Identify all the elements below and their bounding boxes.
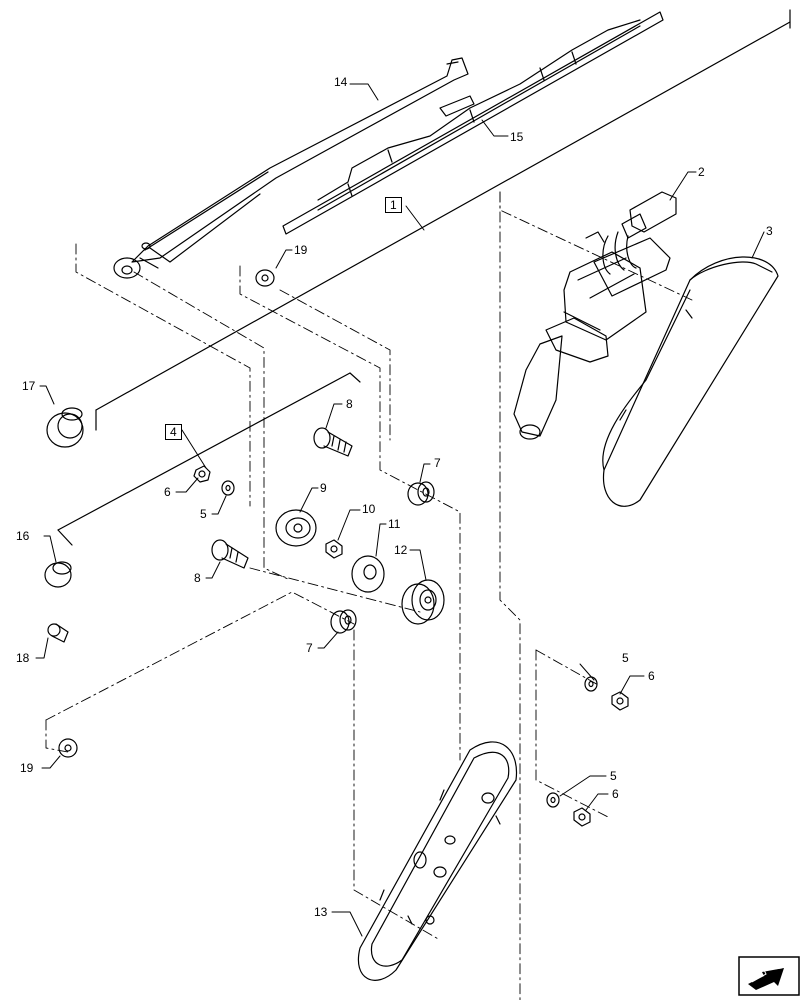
callout-13: 13 — [314, 905, 328, 919]
callout-7-upper: 7 — [434, 456, 441, 470]
callout-19-top: 19 — [294, 243, 308, 257]
screw-18 — [47, 623, 69, 643]
callout-8-lower: 8 — [194, 571, 201, 585]
washer-5-upper — [221, 480, 235, 496]
callout-18: 18 — [16, 651, 30, 665]
bushing-7-upper — [407, 481, 435, 506]
washer-11 — [351, 555, 385, 593]
grommet-17 — [46, 407, 84, 448]
callout-11: 11 — [388, 517, 401, 531]
callout-1-group: 1 — [385, 197, 402, 213]
callout-9: 9 — [320, 481, 327, 495]
callout-2: 2 — [698, 165, 705, 179]
callout-5-mid: 5 — [622, 651, 629, 665]
nut-10 — [325, 539, 343, 559]
callout-3: 3 — [766, 224, 773, 238]
callout-7-lower: 7 — [306, 641, 313, 655]
callout-6-lower: 6 — [612, 787, 619, 801]
callout-15: 15 — [510, 130, 524, 144]
wiper-motor — [513, 191, 677, 440]
leader-lines — [35, 83, 765, 937]
callout-8-upper: 8 — [346, 397, 353, 411]
bushing-7-lower — [330, 609, 357, 634]
washer-5-lower — [546, 792, 560, 808]
callout-14: 14 — [334, 75, 348, 89]
mounting-bracket — [357, 741, 518, 981]
pulley-12 — [401, 579, 445, 625]
bolt-8-upper — [313, 427, 353, 457]
callout-12: 12 — [394, 543, 408, 557]
cap-16 — [44, 561, 72, 588]
wiper-arm — [113, 57, 469, 279]
callout-4-group: 4 — [165, 424, 182, 440]
callout-17: 17 — [22, 379, 36, 393]
washer-19-lower — [58, 738, 78, 758]
callout-5-lower: 5 — [610, 769, 617, 783]
motor-cover — [602, 256, 779, 507]
callout-19-lower: 19 — [20, 761, 34, 775]
callout-16: 16 — [16, 529, 30, 543]
next-page-arrow-icon[interactable] — [738, 956, 800, 996]
callout-6-mid: 6 — [648, 669, 655, 683]
wiper-blade — [282, 11, 664, 235]
nut-6-mid — [611, 691, 629, 711]
hub-9 — [275, 509, 317, 547]
group-1-bracket — [95, 9, 791, 431]
group-4-bracket — [57, 372, 361, 546]
washer-5-mid — [584, 676, 598, 692]
callout-6-upper: 6 — [164, 485, 171, 499]
assembly-lines — [45, 191, 693, 1000]
nut-6-lower — [573, 807, 591, 827]
callout-10: 10 — [362, 502, 376, 516]
bolt-8-lower — [211, 539, 249, 569]
callout-5-upper: 5 — [200, 507, 207, 521]
washer-19-top — [255, 269, 275, 287]
nut-6-upper — [193, 465, 211, 483]
